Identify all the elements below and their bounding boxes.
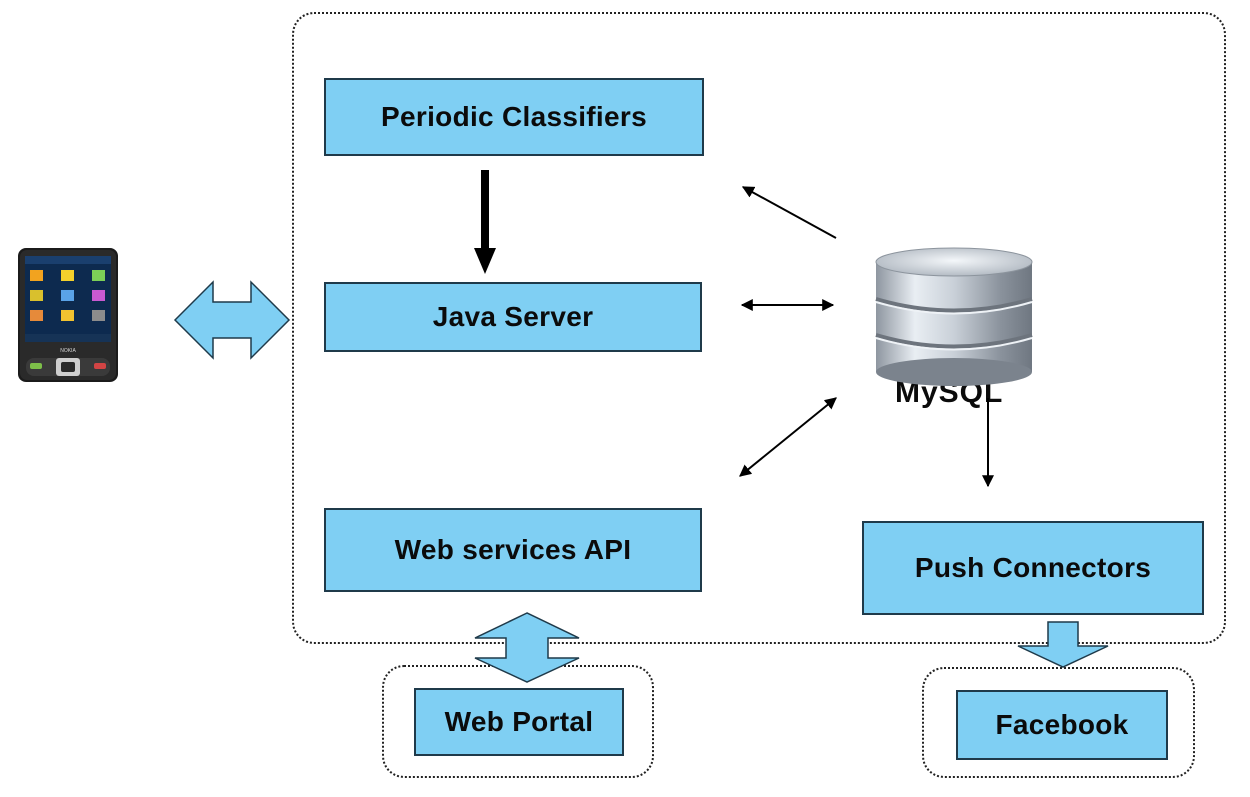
periodic-classifiers-box: Periodic Classifiers: [324, 78, 704, 156]
db-to-classifiers-arrow: [741, 186, 837, 239]
push-to-facebook-arrow: [1017, 621, 1109, 668]
facebook-box: Facebook: [956, 690, 1168, 760]
mysql-database-icon: [875, 247, 1033, 386]
system-boundary: [292, 12, 1226, 644]
webservices-db-arrow: [739, 397, 837, 477]
phone-brand-mark: NOKIA: [60, 348, 76, 354]
web-portal-box: Web Portal: [414, 688, 624, 756]
api-portal-double-arrow: [474, 612, 580, 683]
mobile-phone-icon: NOKIA: [18, 248, 118, 382]
facebook-boundary: [922, 667, 1195, 778]
phone-system-double-arrow: [173, 280, 291, 360]
classifiers-to-server-arrow: [474, 170, 496, 274]
java-server-box: Java Server: [324, 282, 702, 352]
push-connectors-box: Push Connectors: [862, 521, 1204, 615]
web-services-api-box: Web services API: [324, 508, 702, 592]
